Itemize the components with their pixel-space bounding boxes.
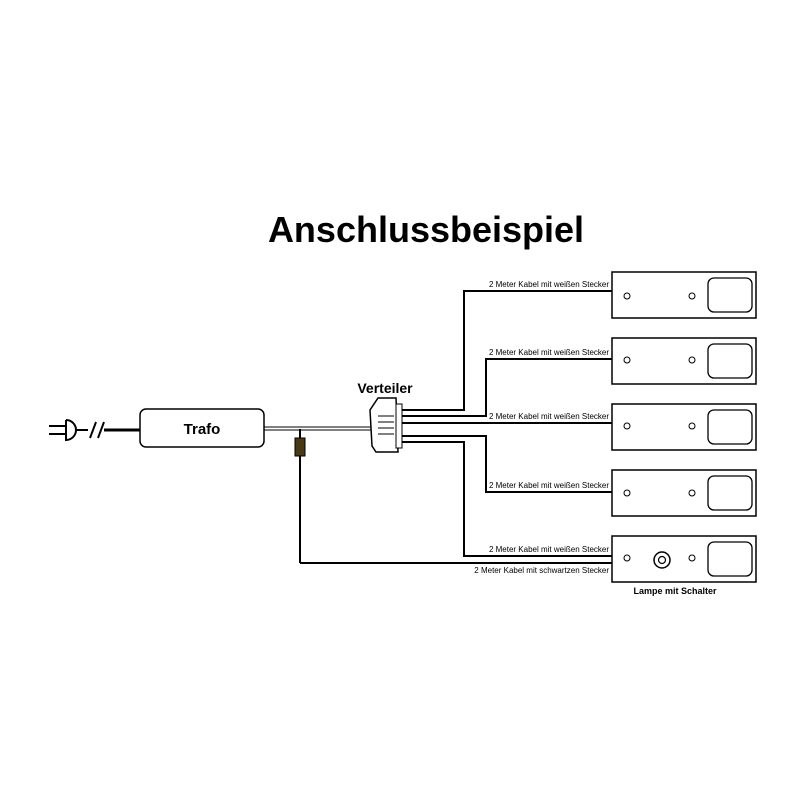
cable-lamp-4 — [402, 435, 612, 493]
cable-label-1: 2 Meter Kabel mit weißen Stecker — [489, 280, 609, 289]
cable-lamp-1 — [402, 290, 612, 411]
cable-label-3: 2 Meter Kabel mit weißen Stecker — [489, 412, 609, 421]
lamp-5-with-switch — [611, 535, 757, 583]
lamp-switch-label: Lampe mit Schalter — [633, 586, 717, 596]
verteiler-box — [369, 397, 403, 453]
cable-lamp-2 — [402, 358, 612, 417]
cable-label-black: 2 Meter Kabel mit schwartzen Stecker — [474, 566, 609, 575]
cable-label-4: 2 Meter Kabel mit weißen Stecker — [489, 481, 609, 490]
cable-label-5: 2 Meter Kabel mit weißen Stecker — [489, 545, 609, 554]
verteiler-output-cables — [402, 290, 612, 557]
y-connector — [294, 429, 612, 564]
diagram-title: Anschlussbeispiel — [268, 209, 584, 250]
power-switch-icon — [653, 551, 671, 569]
trafo-label: Trafo — [184, 421, 221, 438]
verteiler-label: Verteiler — [357, 380, 413, 396]
cable-label-2: 2 Meter Kabel mit weißen Stecker — [489, 348, 609, 357]
lamp-2 — [611, 337, 757, 385]
lamp-3 — [611, 403, 757, 451]
trafo-verteiler-cable — [264, 426, 372, 431]
lamp-1 — [611, 271, 757, 319]
trafo-box: Trafo — [139, 408, 265, 448]
cable-lamp-5 — [402, 441, 612, 557]
lamp-4 — [611, 469, 757, 517]
power-plug-icon — [49, 419, 140, 442]
